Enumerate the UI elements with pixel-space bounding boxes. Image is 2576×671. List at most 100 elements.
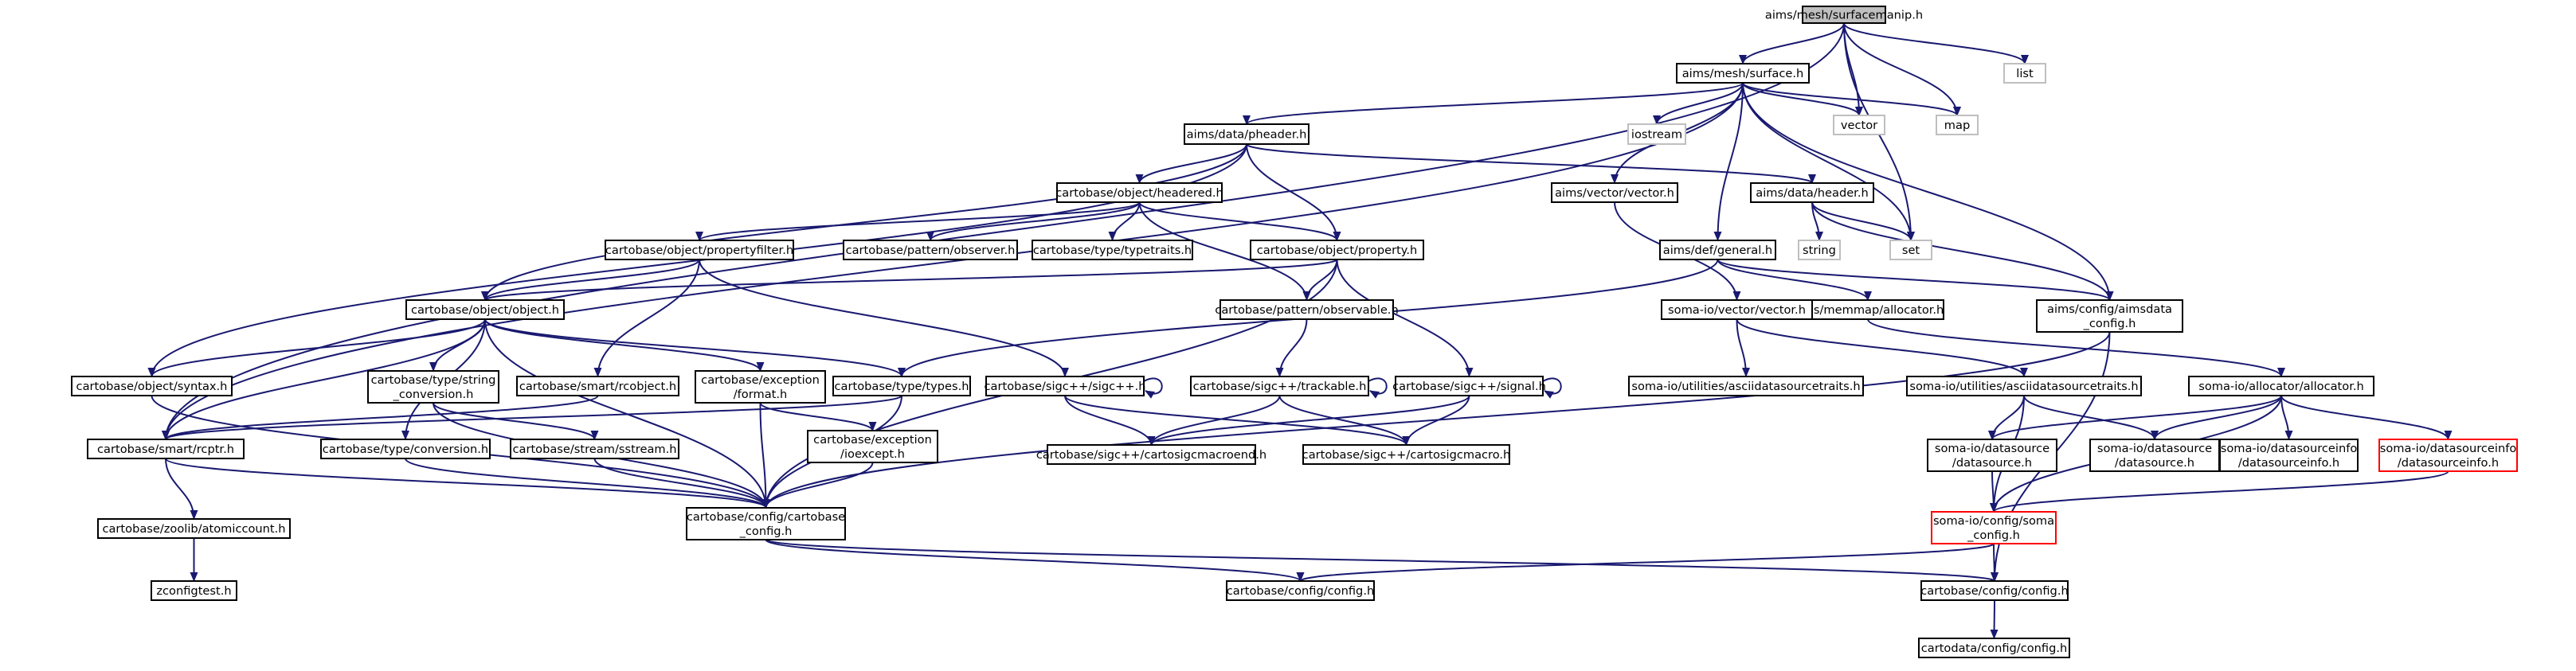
edge-header-to-set: [1811, 201, 1915, 241]
node-sigc[interactable]: cartobase/sigc++/sigc++.h: [985, 376, 1146, 396]
node-cdconfig[interactable]: cartodata/config/config.h: [1918, 638, 2070, 658]
node-object[interactable]: cartobase/object/object.h: [405, 299, 565, 320]
edge-types-to-rcptr: [162, 395, 902, 440]
node-box: [605, 240, 794, 260]
node-format[interactable]: cartobase/exception/format.h: [695, 370, 826, 404]
node-label: aims/config/aimsdata: [2047, 302, 2172, 316]
edge-trackable-to-macro: [1278, 395, 1411, 446]
node-general[interactable]: aims/def/general.h: [1659, 240, 1776, 260]
node-pheader[interactable]: aims/data/pheader.h: [1184, 123, 1310, 145]
edge-pheader-to-header: [1246, 143, 1816, 184]
node-label: /datasource.h: [1952, 456, 2032, 470]
node-label: map: [1944, 119, 1970, 132]
node-surface[interactable]: aims/mesh/surface.h: [1676, 63, 1810, 84]
edge-object-to-format: [484, 318, 765, 372]
edge-headered-to-typetraits: [1108, 201, 1141, 241]
node-label: aims/memmap/allocator.h: [1792, 303, 1944, 317]
node-syntax[interactable]: cartobase/object/syntax.h: [71, 376, 233, 396]
node-headered[interactable]: cartobase/object/headered.h: [1055, 182, 1223, 203]
node-macro[interactable]: cartobase/sigc++/cartosigcmacro.h: [1302, 444, 1511, 465]
node-asciitraits2[interactable]: soma-io/utilities/asciidatasourcetraits.…: [1906, 376, 2142, 396]
node-somaconfig[interactable]: soma-io/config/soma_config.h: [1931, 511, 2057, 544]
node-ioexcept[interactable]: cartobase/exception/ioexcept.h: [807, 430, 938, 463]
node-signal[interactable]: cartobase/sigc++/signal.h: [1392, 376, 1546, 396]
node-zconfigtest[interactable]: zconfigtest.h: [151, 580, 237, 601]
node-dsinfo2[interactable]: soma-io/datasourceinfo/datasourceinfo.h: [2378, 439, 2518, 472]
node-label: /ioexcept.h: [840, 447, 905, 461]
edge-headered-to-propfilter: [695, 201, 1141, 241]
node-label: cartobase/sigc++/sigc++.h: [985, 380, 1146, 393]
node-observer[interactable]: cartobase/pattern/observer.h: [843, 240, 1018, 260]
node-label: cartobase/pattern/observable.h: [1215, 303, 1398, 317]
node-box: [151, 580, 237, 601]
node-box: [1889, 240, 1932, 260]
edge-surfacemanip-to-map: [1843, 22, 1961, 116]
node-somaalloc[interactable]: soma-io/allocator/allocator.h: [2188, 376, 2374, 396]
node-label: cartobase/object/property.h: [1257, 244, 1418, 257]
node-cbconfig[interactable]: cartobase/config/cartobase_config.h: [686, 507, 846, 540]
node-label: /datasource.h: [2115, 456, 2194, 470]
edge-trackable-to-trackable: [1368, 377, 1388, 399]
node-conversion[interactable]: cartobase/type/conversion.h: [320, 439, 491, 459]
edge-cbconfig-to-cbconfigh: [765, 539, 1305, 582]
node-macroend[interactable]: cartobase/sigc++/cartosigcmacroend.h: [1036, 444, 1266, 465]
node-atomiccount[interactable]: cartobase/zoolib/atomiccount.h: [97, 518, 291, 539]
node-sstream[interactable]: cartobase/stream/sstream.h: [510, 439, 679, 459]
node-propfilter[interactable]: cartobase/object/propertyfilter.h: [605, 240, 794, 260]
edge-asciitraits2-to-ds2: [2023, 395, 2159, 440]
node-iostream[interactable]: iostream: [1627, 123, 1686, 145]
edge-somaalloc-to-ds1: [1988, 395, 2282, 440]
node-header[interactable]: aims/data/header.h: [1750, 182, 1874, 203]
edge-somavector-to-asciitraits: [1736, 318, 1750, 377]
node-ds2[interactable]: soma-io/datasource/datasource.h: [2089, 439, 2220, 472]
edge-trackable-to-macroend: [1147, 395, 1281, 446]
node-types[interactable]: cartobase/type/types.h: [832, 376, 971, 396]
node-typetraits[interactable]: cartobase/type/typetraits.h: [1032, 240, 1193, 260]
node-observable[interactable]: cartobase/pattern/observable.h: [1215, 299, 1399, 320]
edge-pheader-to-headered: [1135, 143, 1247, 184]
node-label: _config.h: [2083, 317, 2136, 330]
node-box: [367, 370, 499, 404]
node-box: [510, 439, 679, 459]
node-label: /datasourceinfo.h: [2238, 456, 2339, 470]
node-label: cartobase/config/config.h: [1920, 584, 2068, 598]
node-label: cartobase/type/string: [371, 373, 496, 387]
node-box: [1791, 299, 1944, 320]
node-asciitraits[interactable]: soma-io/utilities/asciidatasourcetraits.…: [1628, 376, 1864, 396]
node-string[interactable]: string: [1798, 240, 1841, 260]
node-map[interactable]: map: [1936, 115, 1979, 135]
node-avector[interactable]: aims/vector/vector.h: [1551, 182, 1678, 203]
node-list[interactable]: list: [2003, 63, 2046, 84]
node-stringconv[interactable]: cartobase/type/string_conversion.h: [367, 370, 499, 404]
node-trackable[interactable]: cartobase/sigc++/trackable.h: [1190, 376, 1369, 396]
node-label: aims/mesh/surface.h: [1682, 67, 1804, 80]
node-vector[interactable]: vector: [1833, 115, 1885, 135]
node-label: cartobase/sigc++/signal.h: [1392, 380, 1546, 393]
edge-somaalloc-to-ds2: [2151, 395, 2282, 440]
edge-cbconfig-to-cbconfig2: [765, 539, 1999, 582]
node-label: cartobase/type/types.h: [835, 380, 969, 393]
node-ds1[interactable]: soma-io/datasource/datasource.h: [1927, 439, 2057, 472]
node-rcptr[interactable]: cartobase/smart/rcptr.h: [87, 439, 245, 459]
node-box: [1190, 376, 1369, 396]
node-box: [1661, 299, 1813, 320]
node-surfacemanip[interactable]: aims/mesh/surfacemanip.h: [1765, 6, 1923, 24]
node-aimsdata[interactable]: aims/config/aimsdata_config.h: [2036, 299, 2183, 333]
node-label: cartobase/exception: [813, 433, 932, 447]
node-label: soma-io/datasource: [2097, 442, 2212, 455]
node-box: [1906, 376, 2142, 396]
node-property[interactable]: cartobase/object/property.h: [1250, 240, 1424, 260]
node-set[interactable]: set: [1889, 240, 1932, 260]
node-rcobject[interactable]: cartobase/smart/rcobject.h: [516, 376, 679, 396]
node-label: /datasourceinfo.h: [2398, 456, 2499, 470]
node-label: cartobase/object/propertyfilter.h: [605, 244, 793, 257]
node-cbconfigh[interactable]: cartobase/config/config.h: [1226, 580, 1375, 601]
node-label: aims/mesh/surfacemanip.h: [1765, 9, 1923, 22]
node-box: [1920, 580, 2069, 601]
node-somavector[interactable]: soma-io/vector/vector.h: [1661, 299, 1813, 320]
node-box: [1833, 115, 1885, 135]
node-cbconfig2[interactable]: cartobase/config/config.h: [1920, 580, 2069, 601]
edge-propfilter-to-rcobject: [593, 259, 700, 377]
node-allocator[interactable]: aims/memmap/allocator.h: [1791, 299, 1944, 320]
node-dsinfo1[interactable]: soma-io/datasourceinfo/datasourceinfo.h: [2219, 439, 2359, 472]
